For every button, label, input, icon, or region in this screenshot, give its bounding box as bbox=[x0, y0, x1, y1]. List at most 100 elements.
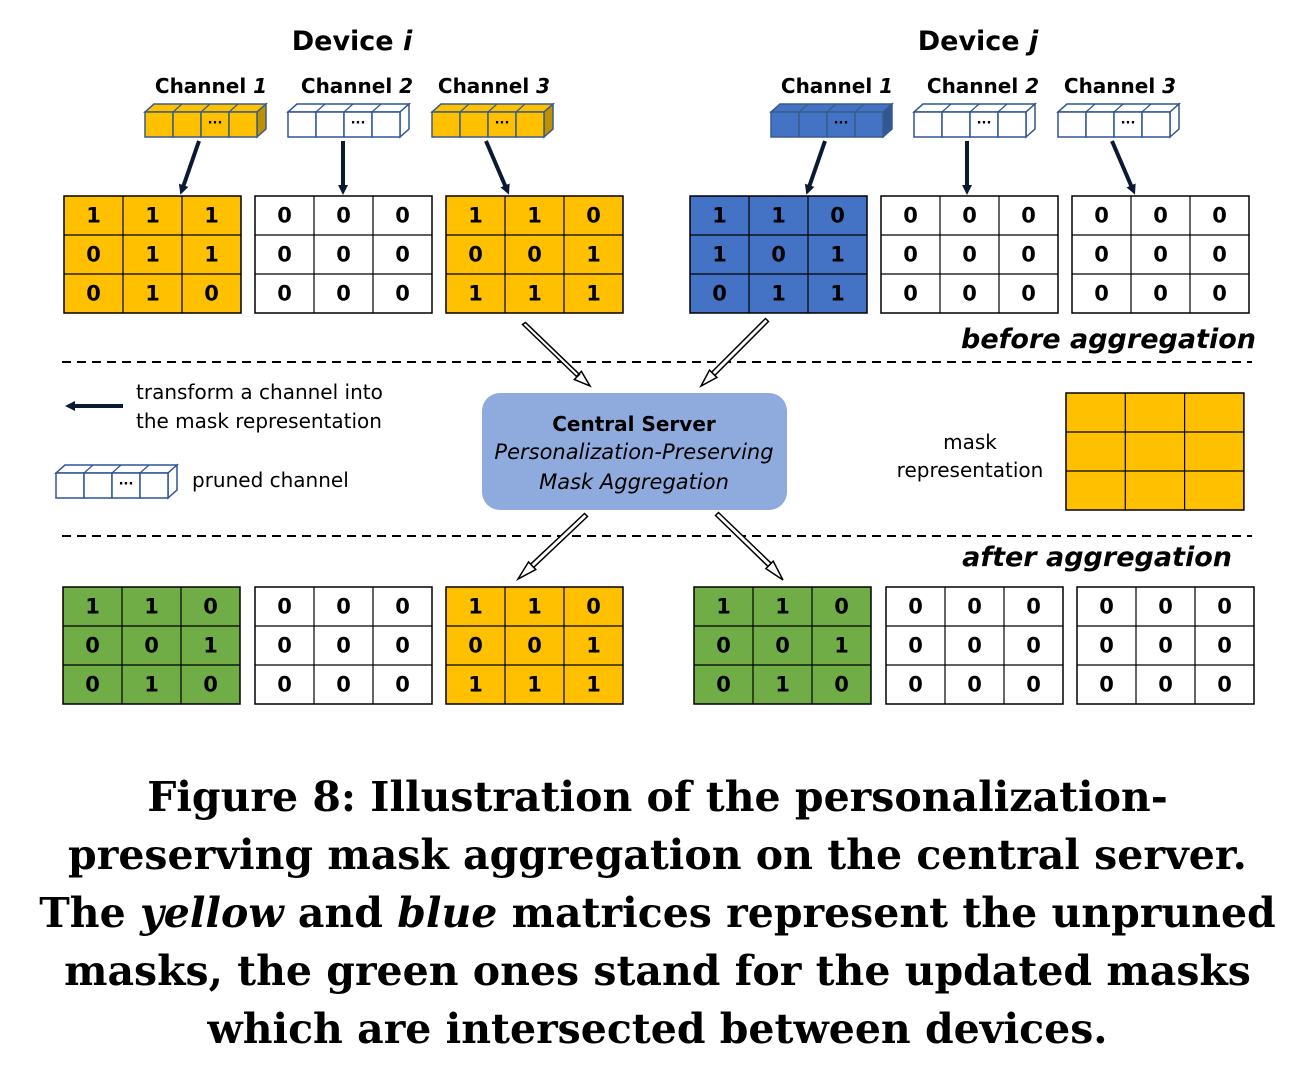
channel-cell bbox=[770, 111, 800, 138]
mask-matrix-fill bbox=[254, 586, 433, 705]
matrix-cell-value: 0 bbox=[1021, 243, 1036, 267]
transform-arrows bbox=[178, 140, 1136, 195]
after-aggregation-label: after aggregation bbox=[962, 542, 1232, 573]
channel-edge bbox=[1085, 103, 1096, 113]
matrix-cell-value: 0 bbox=[395, 243, 410, 267]
channel-edge bbox=[83, 464, 94, 474]
matrix-cell-value: 0 bbox=[277, 204, 292, 228]
matrix-cell-value: 0 bbox=[468, 634, 483, 658]
matrix-cell-value: 1 bbox=[85, 595, 100, 619]
matrix-cell-value: 1 bbox=[468, 204, 483, 228]
mask-matrix-fill bbox=[885, 586, 1064, 705]
channel-edge bbox=[431, 103, 442, 113]
matrix-cell-value: 0 bbox=[336, 243, 351, 267]
matrix-cell-value: 0 bbox=[395, 204, 410, 228]
matrix-cell-value: 0 bbox=[1217, 634, 1232, 658]
channel-cell bbox=[371, 111, 401, 138]
channel-cell bbox=[287, 111, 317, 138]
channel-edge bbox=[798, 103, 809, 113]
matrix-cell-value: 0 bbox=[903, 204, 918, 228]
channel-cell bbox=[228, 111, 258, 138]
matrix-cell-value: 0 bbox=[771, 243, 786, 267]
channel-dots: ··· bbox=[495, 116, 510, 131]
transform-arrow bbox=[1110, 140, 1136, 195]
matrix-cell-value: 1 bbox=[527, 204, 542, 228]
matrix-cell-value: 1 bbox=[145, 204, 160, 228]
matrix-cell-value: 1 bbox=[586, 673, 601, 697]
channel-cell bbox=[55, 472, 85, 499]
mask-matrix-fill bbox=[880, 195, 1059, 314]
matrix-cell-value: 1 bbox=[716, 595, 731, 619]
matrix-cell-value: 1 bbox=[145, 243, 160, 267]
channel-edge bbox=[287, 103, 298, 113]
channel-cell bbox=[144, 111, 174, 138]
channel-cell bbox=[487, 111, 517, 138]
channel-edge bbox=[144, 103, 155, 113]
channel-edge bbox=[172, 103, 183, 113]
matrix-cell-value: 0 bbox=[962, 282, 977, 306]
matrix-cell-value: 0 bbox=[336, 595, 351, 619]
matrix-cell-value: 0 bbox=[712, 282, 727, 306]
matrix-cell-value: 0 bbox=[1158, 595, 1173, 619]
caption-part-3: matrices represent the unpruned masks, t… bbox=[64, 889, 1276, 1053]
channel-edge bbox=[1057, 103, 1068, 113]
matrix-cell-value: 0 bbox=[85, 673, 100, 697]
matrix-cell-value: 0 bbox=[962, 204, 977, 228]
matrix-cell-value: 1 bbox=[468, 673, 483, 697]
matrix-cell-value: 0 bbox=[962, 243, 977, 267]
legend-arrow-text-line2: the mask representation bbox=[136, 409, 382, 433]
matrix-cell-value: 0 bbox=[908, 595, 923, 619]
matrix-cell-value: 0 bbox=[395, 282, 410, 306]
hollow-arrow-in-right bbox=[699, 317, 770, 388]
legend-pruned-channel-icon: ··· bbox=[54, 463, 179, 500]
before-aggregation-label: before aggregation bbox=[961, 324, 1256, 355]
matrix-cell-value: 0 bbox=[527, 634, 542, 658]
matrix-cell-value: 1 bbox=[771, 282, 786, 306]
matrix-cell-value: 0 bbox=[203, 673, 218, 697]
channel-dots: ··· bbox=[977, 116, 992, 131]
matrix-cell-value: 0 bbox=[277, 243, 292, 267]
transform-arrow bbox=[484, 140, 510, 195]
channel-dots: ··· bbox=[1121, 116, 1136, 131]
channel-cell bbox=[1057, 111, 1087, 138]
caption-yellow: yellow bbox=[139, 889, 284, 937]
central-server-line1: Personalization-Preserving bbox=[494, 440, 773, 464]
matrix-cell-value: 1 bbox=[468, 282, 483, 306]
matrix-cell-value: 0 bbox=[1026, 673, 1041, 697]
matrix-cell-value: 0 bbox=[277, 673, 292, 697]
matrix-cell-value: 0 bbox=[903, 282, 918, 306]
matrix-cell-value: 0 bbox=[277, 595, 292, 619]
legend-mask-text-line2: representation bbox=[897, 458, 1044, 482]
channel-edge bbox=[228, 103, 239, 113]
matrix-cell-value: 0 bbox=[967, 634, 982, 658]
channel-cell bbox=[200, 111, 230, 138]
channel-edge bbox=[770, 103, 781, 113]
channel-dots: ··· bbox=[208, 116, 223, 131]
matrix-cell-value: 0 bbox=[903, 243, 918, 267]
matrix-cell-value: 0 bbox=[203, 595, 218, 619]
channel-edge bbox=[315, 103, 326, 113]
legend-transform-arrow: transform a channel into the mask repres… bbox=[65, 380, 383, 433]
mask-matrix-fill bbox=[693, 586, 872, 705]
channel-edge bbox=[200, 103, 211, 113]
matrix-cell-value: 0 bbox=[277, 634, 292, 658]
matrix-cell-value: 0 bbox=[1099, 673, 1114, 697]
device-j-channel-1-title: Channel 1 bbox=[781, 74, 893, 98]
channel-edge bbox=[1141, 103, 1152, 113]
matrix-cell-value: 0 bbox=[716, 673, 731, 697]
hollow-arrow-out-left bbox=[515, 512, 589, 581]
matrix-cell-value: 1 bbox=[527, 595, 542, 619]
matrix-cell-value: 0 bbox=[716, 634, 731, 658]
channel-edge bbox=[111, 464, 122, 474]
matrix-cell-value: 0 bbox=[1099, 634, 1114, 658]
matrix-cell-value: 1 bbox=[527, 282, 542, 306]
matrix-cell-value: 0 bbox=[1158, 673, 1173, 697]
matrix-cell-value: 0 bbox=[1099, 595, 1114, 619]
matrix-cell-value: 0 bbox=[1217, 595, 1232, 619]
matrix-cell-value: 0 bbox=[1026, 595, 1041, 619]
matrix-cell-value: 0 bbox=[144, 634, 159, 658]
legend-pruned-channel: pruned channel ··· bbox=[54, 463, 349, 500]
